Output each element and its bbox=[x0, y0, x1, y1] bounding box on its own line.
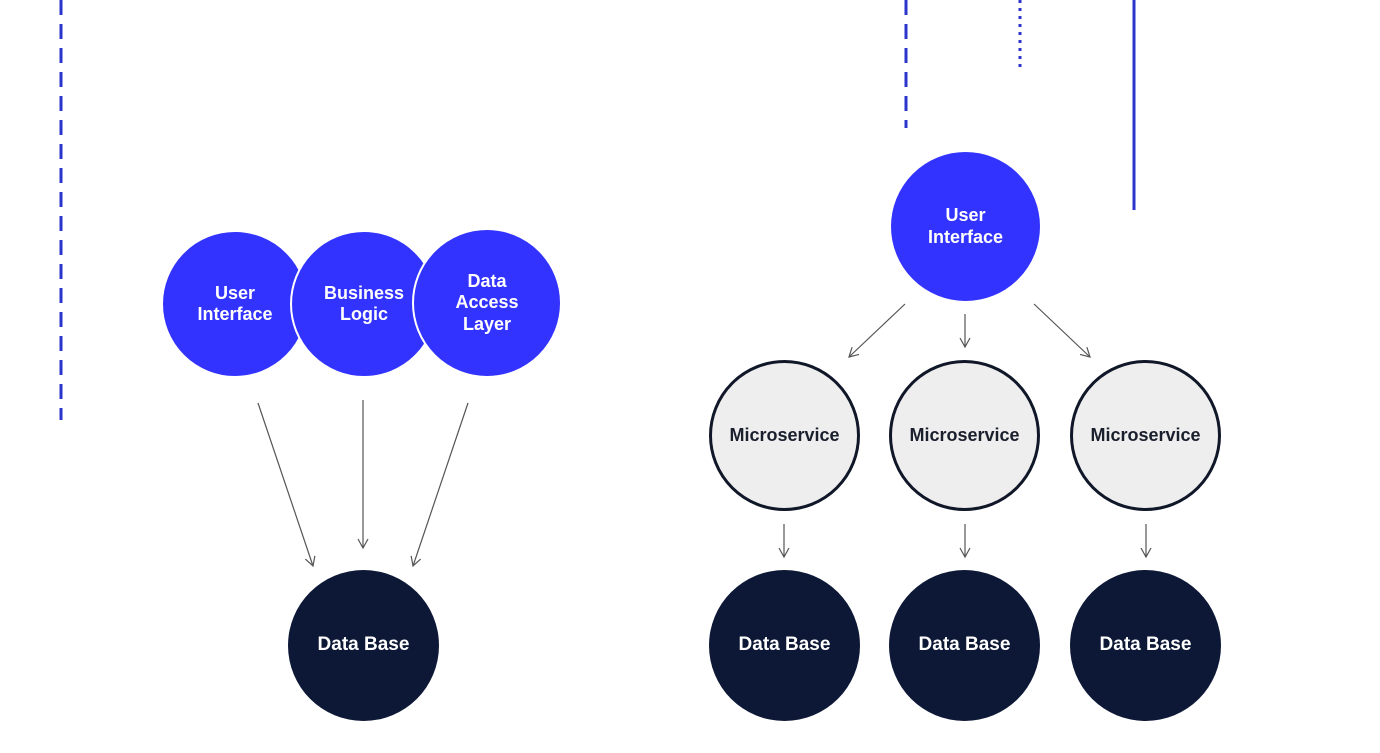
microservice-database-node-3: Data Base bbox=[1070, 570, 1221, 721]
arrow-ui-to-service-3 bbox=[1033, 303, 1091, 358]
node-label: Microservice bbox=[729, 424, 840, 445]
node-label: Data Base bbox=[1099, 634, 1192, 656]
arrow-ui-to-db bbox=[257, 402, 316, 568]
microservice-node-3: Microservice bbox=[1070, 360, 1221, 511]
node-label: Business Logic bbox=[323, 282, 405, 324]
arrow-ui-to-service-1 bbox=[848, 303, 906, 358]
monolith-database-node: Data Base bbox=[288, 570, 439, 721]
microservice-node-1: Microservice bbox=[709, 360, 860, 511]
node-label: Microservice bbox=[1090, 424, 1201, 445]
microservice-database-node-2: Data Base bbox=[889, 570, 1040, 721]
arrow-dal-to-db bbox=[410, 402, 469, 568]
node-label: User Interface bbox=[927, 205, 1004, 247]
node-label: Data Access Layer bbox=[455, 271, 519, 334]
node-label: Microservice bbox=[909, 424, 1020, 445]
monolith-data-access-layer-node: Data Access Layer bbox=[412, 228, 562, 378]
node-label: Data Base bbox=[918, 634, 1011, 656]
node-label: Data Base bbox=[317, 634, 410, 656]
microservices-user-interface-node: User Interface bbox=[889, 150, 1042, 303]
monolith-user-interface-node: User Interface bbox=[161, 230, 309, 378]
node-label: User Interface bbox=[197, 282, 273, 324]
microservice-node-2: Microservice bbox=[889, 360, 1040, 511]
node-label: Data Base bbox=[738, 634, 831, 656]
microservice-database-node-1: Data Base bbox=[709, 570, 860, 721]
